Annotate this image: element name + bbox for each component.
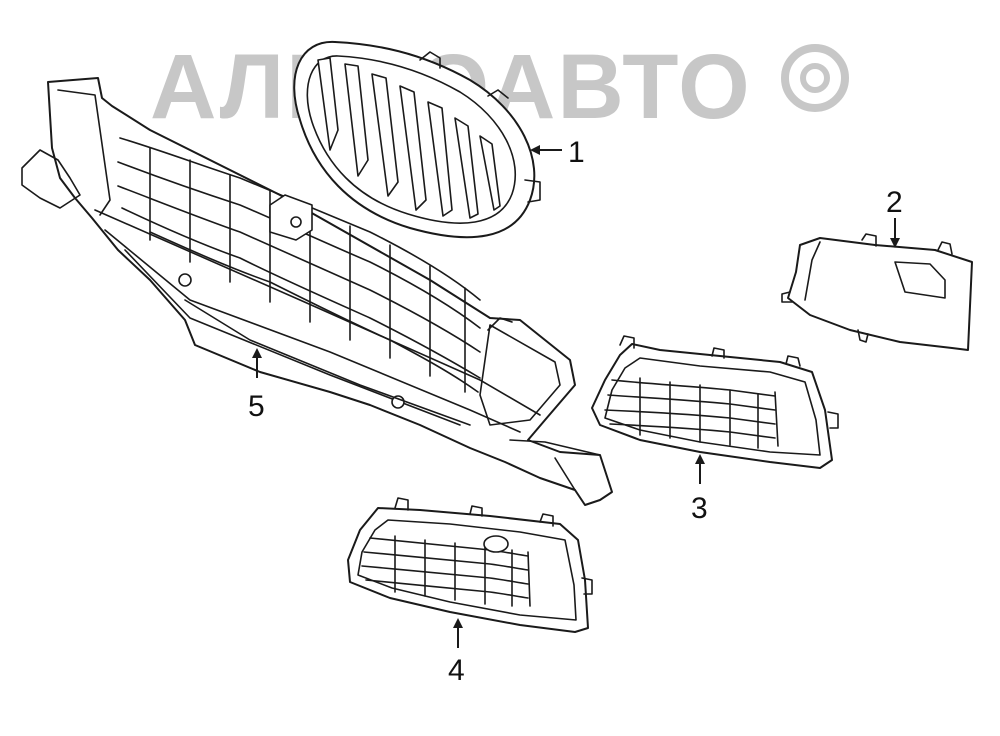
callout-5: 5 [248, 390, 265, 423]
callout-1: 1 [568, 136, 585, 169]
part-1-kidney-grille [293, 40, 541, 239]
callout-leaders [252, 145, 900, 648]
watermark-logo-icon [781, 44, 849, 112]
callout-labels: 1 2 3 4 5 [248, 136, 903, 687]
part-5-lower-grille [21, 77, 613, 506]
callout-3: 3 [691, 492, 708, 525]
callout-2: 2 [886, 186, 903, 219]
part-2-side-cover [781, 233, 973, 351]
callout-4: 4 [448, 654, 465, 687]
part-3-right-fog-grille [591, 335, 839, 469]
part-4-left-fog-grille [347, 497, 593, 633]
